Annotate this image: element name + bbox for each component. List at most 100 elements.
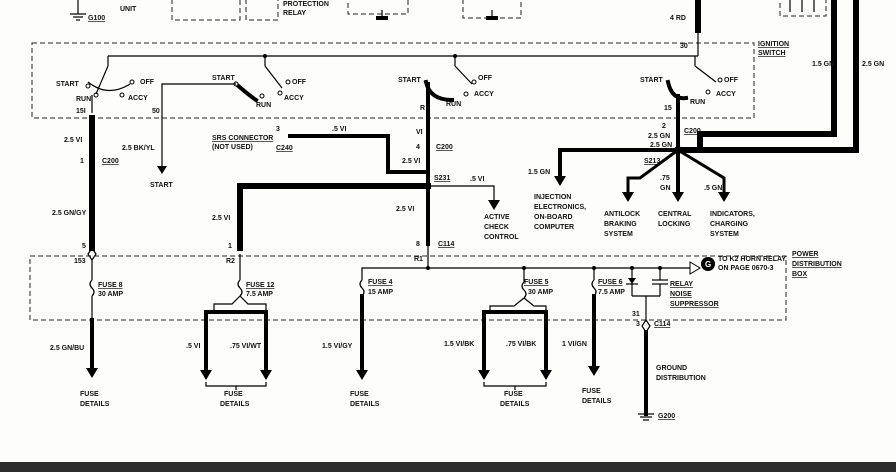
fuse-details-1a: FUSE	[80, 391, 99, 398]
fuse-12-amp: 7.5 AMP	[246, 291, 273, 298]
wire-1vign: 1 VI/GN	[562, 341, 587, 348]
ground-dist-label-2: DISTRIBUTION	[656, 375, 706, 382]
wire-2-5vi-left: 2.5 VI	[64, 137, 82, 144]
fuse-details-4b: DETAILS	[500, 401, 530, 408]
abs-label-3: SYSTEM	[604, 231, 633, 238]
relay-label-top: RELAY	[283, 10, 306, 17]
srs-not-used-label: (NOT USED)	[212, 144, 253, 151]
fuse-details-2a: FUSE	[224, 391, 243, 398]
ignition-switch-title-2: SWITCH	[758, 50, 786, 57]
fuse-12-label: FUSE 12	[246, 282, 275, 289]
wire-2-5gn-2: 2.5 GN	[650, 142, 672, 149]
wire-2-5gngy: 2.5 GN/GY	[52, 210, 87, 217]
sw4-accy-label: ACCY	[716, 91, 736, 98]
fuse-8-amp: 30 AMP	[98, 291, 123, 298]
fuse-details-5b: DETAILS	[582, 398, 612, 405]
wire-4rd-label: 4 RD	[670, 15, 686, 22]
wire-2-5vi-mid: 2.5 VI	[402, 158, 420, 165]
wire-075viwt: .75 VI/WT	[230, 343, 262, 350]
ground-dist-label-1: GROUND	[656, 365, 687, 372]
fuse-details-5a: FUSE	[582, 388, 601, 395]
pin-2-label: 2	[662, 123, 666, 130]
wire-05gn-label: .5 GN	[704, 185, 722, 192]
sw2-off-label: OFF	[292, 79, 307, 86]
bottom-bar	[0, 462, 896, 472]
fuse-details-2b: DETAILS	[220, 401, 250, 408]
pin-50-label: 50	[152, 108, 160, 115]
protection-label: PROTECTION	[283, 1, 329, 8]
k2-relay-label-1: TO K2 HORN RELAY	[718, 256, 786, 263]
wire-2-5gn-right: 2.5 GN	[862, 61, 884, 68]
c200-mid-label: C200	[436, 144, 453, 151]
pdb-title-3: BOX	[792, 271, 808, 278]
sw2-start-label: START	[212, 75, 236, 82]
pin-3b-label: 3	[636, 321, 640, 328]
sw1-accy-label: ACCY	[128, 95, 148, 102]
acc-label-2: CHECK	[484, 224, 509, 231]
sw3-off-label: OFF	[478, 75, 493, 82]
fuse-details-3b: DETAILS	[350, 401, 380, 408]
inj-label-2: ELECTRONICS,	[534, 204, 586, 211]
pin-4-label: 4	[416, 144, 420, 151]
pin-r-label: R	[420, 105, 425, 112]
wire-05vi-acc: .5 VI	[470, 176, 484, 183]
abs-label-2: BRAKING	[604, 221, 637, 228]
fuse-4-label: FUSE 4	[368, 279, 393, 286]
cl-label-2: LOCKING	[658, 221, 691, 228]
ind-label-2: CHARGING	[710, 221, 749, 228]
sw4-off-label: OFF	[724, 77, 739, 84]
ind-label-1: INDICATORS,	[710, 211, 755, 218]
relay-ns-label-2: NOISE	[670, 291, 692, 298]
wire-1-5vibk: 1.5 VI/BK	[444, 341, 474, 348]
left-wiring: 2.5 VI 1 C200 2.5 GN/GY 5 2.5 BK/YL STAR…	[52, 115, 174, 262]
fuse-details-1b: DETAILS	[80, 401, 110, 408]
c200-right-label: C200	[684, 128, 701, 135]
sw3-run-label: RUN	[446, 101, 461, 108]
sw3-accy-label: ACCY	[474, 91, 494, 98]
cl-label-1: CENTRAL	[658, 211, 692, 218]
k2-relay-label-2: ON PAGE 0670-3	[718, 265, 774, 272]
wire-2-5gn: 2.5 GN	[648, 133, 670, 140]
sw4-run-label: RUN	[690, 99, 705, 106]
c200-left-label: C200	[102, 158, 119, 165]
c114b-label: C114	[654, 321, 670, 328]
ground-g200-label: G200	[658, 413, 675, 420]
wire-075-label: .75	[660, 175, 670, 182]
pdb-title-2: DISTRIBUTION	[792, 261, 842, 268]
abs-label-1: ANTILOCK	[604, 211, 640, 218]
pin-1-label: 1	[80, 158, 84, 165]
pin-r2-label: R2	[226, 258, 235, 265]
wire-1-5gn-inj: 1.5 GN	[528, 169, 550, 176]
inj-label-1: INJECTION	[534, 194, 571, 201]
right-feed-wires: 1.5 GN 2.5 GN	[679, 0, 884, 153]
pin-15-label: 15	[664, 105, 672, 112]
relay-ns-label-3: SUPPRESSOR	[670, 301, 719, 308]
sw4-start-label: START	[640, 77, 664, 84]
wire-075vibk: .75 VI/BK	[506, 341, 536, 348]
c114-label: C114	[438, 241, 454, 248]
wire-2-5vi-fuse12: 2.5 VI	[212, 215, 230, 222]
wire-1-5gn-right: 1.5 GN	[812, 61, 834, 68]
wire-2-5bkyl: 2.5 BK/YL	[122, 145, 155, 152]
s213-label: S213	[644, 158, 660, 165]
pin-5-label: 5	[82, 243, 86, 250]
pin-153-label: 153	[74, 258, 86, 265]
fuse-6-label: FUSE 6	[598, 279, 623, 286]
wire-1-5vigy: 1.5 VI/GY	[322, 343, 353, 350]
top-components: G100 UNIT PROTECTION RELAY 4 RD	[70, 0, 827, 33]
fuse-6-amp: 7.5 AMP	[598, 289, 625, 296]
relay-ns-label-1: RELAY	[670, 281, 693, 288]
srs-connector-label: SRS CONNECTOR	[212, 135, 273, 142]
pin-31-label: 31	[632, 311, 640, 318]
pin-30-label: 30	[680, 43, 688, 50]
wire-05vi-srs: .5 VI	[332, 126, 346, 133]
wiring-diagram: G100 UNIT PROTECTION RELAY 4 RD 1.5 GN 2…	[29, 0, 884, 421]
acc-label-1: ACTIVE	[484, 214, 510, 221]
fuse-5-amp: 30 AMP	[528, 289, 553, 296]
lower-wiring: 2.5 GN/BU FUSE DETAILS .5 VI .75 VI/WT F…	[50, 294, 706, 421]
s213-splice: 2 C200 2.5 GN 2.5 GN S213 1.5 GN INJECTI…	[528, 116, 755, 238]
fuse-details-3a: FUSE	[350, 391, 369, 398]
srs-and-s231: SRS CONNECTOR (NOT USED) C240 3 .5 VI VI…	[212, 116, 519, 251]
pin-3-label: 3	[276, 126, 280, 133]
fuse-8-label: FUSE 8	[98, 282, 123, 289]
